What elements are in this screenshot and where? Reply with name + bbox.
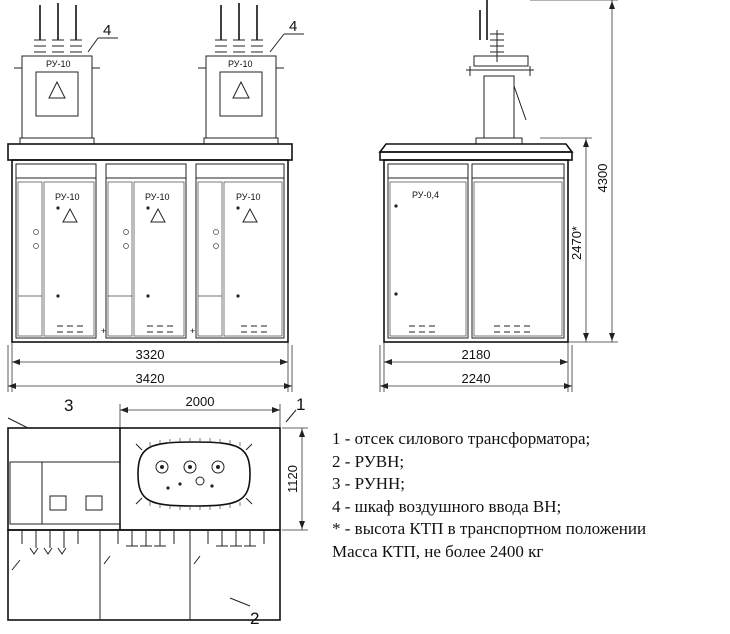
- air-inlet-cabinet-left: РУ-10: [14, 3, 100, 145]
- dim-2180: 2180: [462, 347, 491, 362]
- svg-text:+: +: [190, 326, 195, 336]
- dim-1120: 1120: [285, 465, 300, 493]
- bushing-assembly: [466, 0, 534, 145]
- callout-leader-4a: [87, 37, 99, 53]
- side-panel-label: РУ-0,4: [412, 190, 439, 200]
- legend-mass: Масса КТП, не более 2400 кг: [332, 541, 544, 561]
- air-inlet-cabinet-right: РУ-10: [198, 3, 284, 145]
- enclosure-label-right: РУ-10: [228, 59, 253, 69]
- side-roof-band: [379, 151, 573, 161]
- dim-2240: 2240: [462, 371, 491, 386]
- callout-4-left: 4: [103, 22, 111, 39]
- callout-2: 2: [250, 609, 259, 628]
- dim-2000: 2000: [186, 394, 215, 409]
- callout-1: 1: [296, 395, 305, 414]
- side-roof: [378, 143, 574, 153]
- dim-3420: 3420: [136, 371, 165, 386]
- front-body: [11, 159, 289, 343]
- enclosure-label-left: РУ-10: [46, 59, 71, 69]
- plan-outline: [7, 427, 281, 531]
- legend-item-4: 4 - шкаф воздушного ввода ВН;: [332, 496, 562, 516]
- legend-item-1: 1 - отсек силового трансформатора;: [332, 429, 591, 448]
- dim-3320: 3320: [136, 347, 165, 362]
- legend-item-2: 2 - РУВН;: [332, 451, 405, 471]
- side-dimension-lines: [379, 0, 618, 392]
- plan-lower-compartments: [7, 529, 281, 621]
- switchgear-panels: + +: [15, 163, 285, 339]
- front-view: РУ-10 РУ-10 4 4: [7, 3, 304, 392]
- side-body: [383, 159, 569, 343]
- legend-item-3: 3 - РУНН;: [332, 474, 406, 493]
- panel-label-1: РУ-10: [55, 192, 80, 202]
- front-dimension-lines: [7, 342, 293, 392]
- transformer-plan: [135, 438, 253, 510]
- callout-4-right: 4: [289, 18, 297, 35]
- dim-2470: 2470*: [569, 226, 584, 260]
- dim-4300: 4300: [595, 164, 610, 193]
- legend-item-note: * - высота КТП в транспортном положении: [332, 519, 647, 538]
- side-view: РУ-0,4 2180 2240 4300 2470*: [378, 0, 618, 392]
- panel-label-3: РУ-10: [236, 192, 261, 202]
- front-roof: [7, 143, 293, 161]
- svg-text:+: +: [101, 326, 106, 336]
- callout-leader-4b: [269, 33, 285, 53]
- callout-3: 3: [64, 396, 73, 415]
- plan-view: 2000 1120: [7, 394, 308, 628]
- legend: 1 - отсек силового трансформатора; 2 - Р…: [332, 428, 730, 563]
- panel-label-2: РУ-10: [145, 192, 170, 202]
